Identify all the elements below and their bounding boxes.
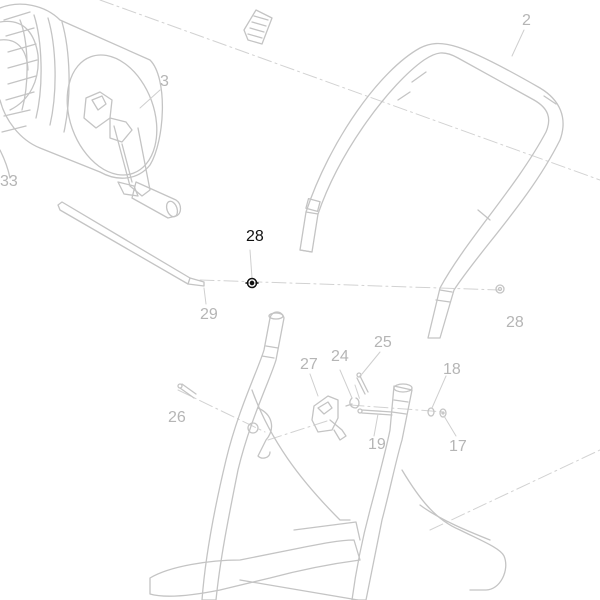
end-cap-28-highlighted	[245, 277, 259, 289]
axis-line-top	[99, 0, 600, 181]
callout-17: 17	[449, 438, 467, 455]
callout-2: 2	[522, 12, 531, 29]
trolley-frame	[150, 312, 506, 600]
crank-handle	[84, 92, 181, 218]
fastener-25-bolt	[357, 373, 368, 394]
callout-28-highlighted: 28	[246, 228, 264, 245]
end-cap-28-right	[496, 285, 504, 293]
axis-line-small	[354, 384, 361, 401]
axis-line-right-bolt	[349, 404, 446, 413]
fastener-19-bolt	[358, 409, 392, 415]
callout-18: 18	[443, 361, 461, 378]
fastener-18-washer	[428, 408, 434, 416]
grip-accessory	[244, 10, 272, 44]
leader-29	[203, 287, 207, 305]
callout-26: 26	[168, 409, 186, 426]
leader-19	[373, 413, 379, 437]
hose-reel-drum	[0, 4, 173, 187]
leader-lines	[139, 29, 525, 437]
callout-3: 3	[160, 73, 169, 90]
hose-guide-bracket	[312, 396, 346, 440]
leader-18	[431, 375, 447, 409]
fastener-17-nut	[440, 409, 446, 417]
handle-frame	[300, 44, 563, 338]
callout-25: 25	[374, 334, 392, 351]
guide-rod	[58, 202, 204, 286]
fastener-26-bolt	[178, 384, 196, 398]
axis-line-bracket	[267, 419, 331, 441]
leader-28-highlight	[249, 249, 253, 279]
leader-3	[139, 89, 161, 109]
callout-29: 29	[200, 306, 218, 323]
callout-19: 19	[368, 436, 386, 453]
callout-28: 28	[506, 314, 524, 331]
leader-2	[511, 29, 525, 57]
leader-25	[361, 351, 381, 375]
leader-24	[339, 369, 353, 399]
axis-line-bottom	[429, 449, 600, 531]
callout-24: 24	[331, 348, 349, 365]
fastener-24	[346, 398, 359, 408]
axis-line-left-bolt	[177, 389, 266, 433]
callout-33: 33	[0, 173, 18, 190]
leader-17	[443, 415, 457, 437]
callout-27: 27	[300, 356, 318, 373]
leader-27	[309, 373, 319, 397]
